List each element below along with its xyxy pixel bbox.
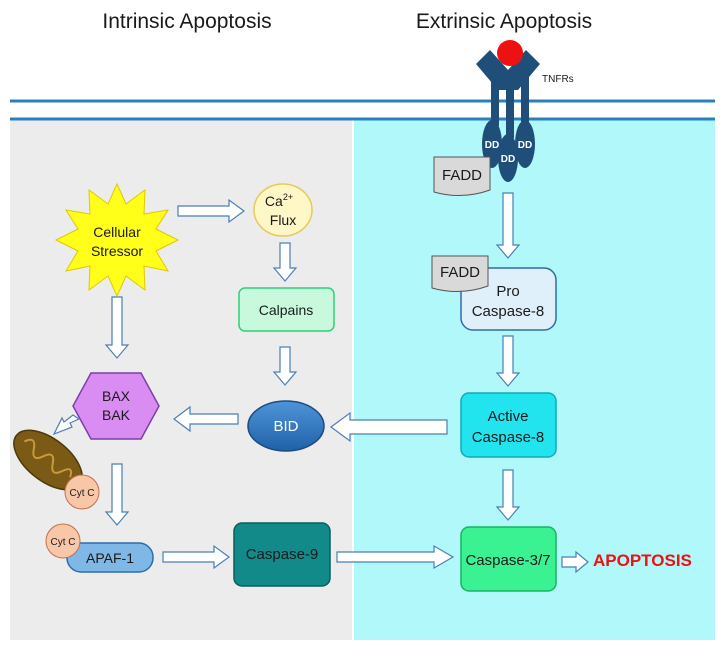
ca-base: Ca: [265, 193, 283, 209]
arrow-active-to-casp37: [495, 469, 521, 521]
caspase37-label: Caspase-3/7: [465, 552, 550, 569]
calpains-node: [238, 287, 335, 332]
bid-label: BID: [273, 418, 298, 435]
caspase9-label: Caspase-9: [246, 546, 319, 563]
active-caspase8-label: Caspase-8: [472, 429, 545, 446]
tnfrs-label: TNFRs: [542, 74, 574, 85]
caspase37-node: [460, 526, 557, 592]
arrow-baxbak-to-mito: [52, 414, 81, 436]
pro-caspase8-label: Caspase-8: [472, 303, 545, 320]
cellular-stressor-label: Stressor: [91, 243, 143, 259]
arrow-bid-to-baxbak: [173, 405, 239, 433]
death-domain-label: DD: [518, 140, 532, 151]
arrow-baxbak-to-apaf: [104, 463, 130, 526]
bax-bak-node: [72, 372, 160, 440]
fadd-pro-label: FADD: [440, 264, 480, 281]
active-caspase8-node: [460, 392, 557, 458]
extrinsic-header: Extrinsic Apoptosis: [416, 10, 592, 33]
arrow-casp9-to-casp37: [336, 544, 455, 570]
arrow-apaf-to-casp9: [162, 544, 231, 570]
cytc-apaf-node: [45, 523, 81, 559]
ca-flux-label-2: Flux: [270, 212, 296, 228]
bax-bak-label: BAX: [102, 388, 131, 404]
caspase9-node: [233, 522, 331, 587]
pro-caspase8-label: Pro: [496, 283, 519, 300]
arrow-procasp8-to-active: [495, 335, 521, 387]
cellular-stressor-node: [54, 182, 180, 298]
intrinsic-header: Intrinsic Apoptosis: [102, 10, 271, 33]
cytc-mito-label: Cyt C: [70, 488, 95, 499]
apaf1-label: APAF-1: [86, 550, 134, 566]
cellular-stressor-label: Cellular: [93, 224, 141, 240]
arrow-ca-to-calpains: [272, 242, 298, 282]
fadd-top-node: [433, 156, 491, 196]
arrow-stressor-to-baxbak: [104, 296, 130, 359]
bid-node: [247, 400, 325, 452]
fadd-top-label: FADD: [442, 167, 482, 184]
death-domain-label: DD: [485, 140, 499, 151]
active-caspase8-label: Active: [488, 408, 529, 425]
cytc-mito-node: [64, 474, 100, 510]
arrow-stressor-to-ca: [177, 198, 246, 224]
bax-bak-label: BAK: [102, 407, 131, 423]
arrow-casp37-to-apoptosis: [561, 550, 589, 574]
fadd-pro-node: [431, 255, 489, 292]
ca-flux-label: Ca2+: [265, 192, 293, 209]
ca-flux-node: [253, 183, 313, 237]
calpains-label: Calpains: [259, 302, 313, 318]
arrow-fadd-to-procasp8: [495, 192, 521, 259]
arrow-active-to-bid: [329, 411, 448, 443]
arrow-calpains-to-bid: [272, 346, 298, 386]
ligand-icon: [497, 40, 523, 66]
death-domain-label: DD: [501, 154, 515, 165]
cytc-apaf-label: Cyt C: [51, 537, 76, 548]
ca-charge: 2+: [283, 192, 293, 202]
apoptosis-label: APOPTOSIS: [593, 551, 692, 570]
tnf-receptor: [476, 50, 540, 182]
